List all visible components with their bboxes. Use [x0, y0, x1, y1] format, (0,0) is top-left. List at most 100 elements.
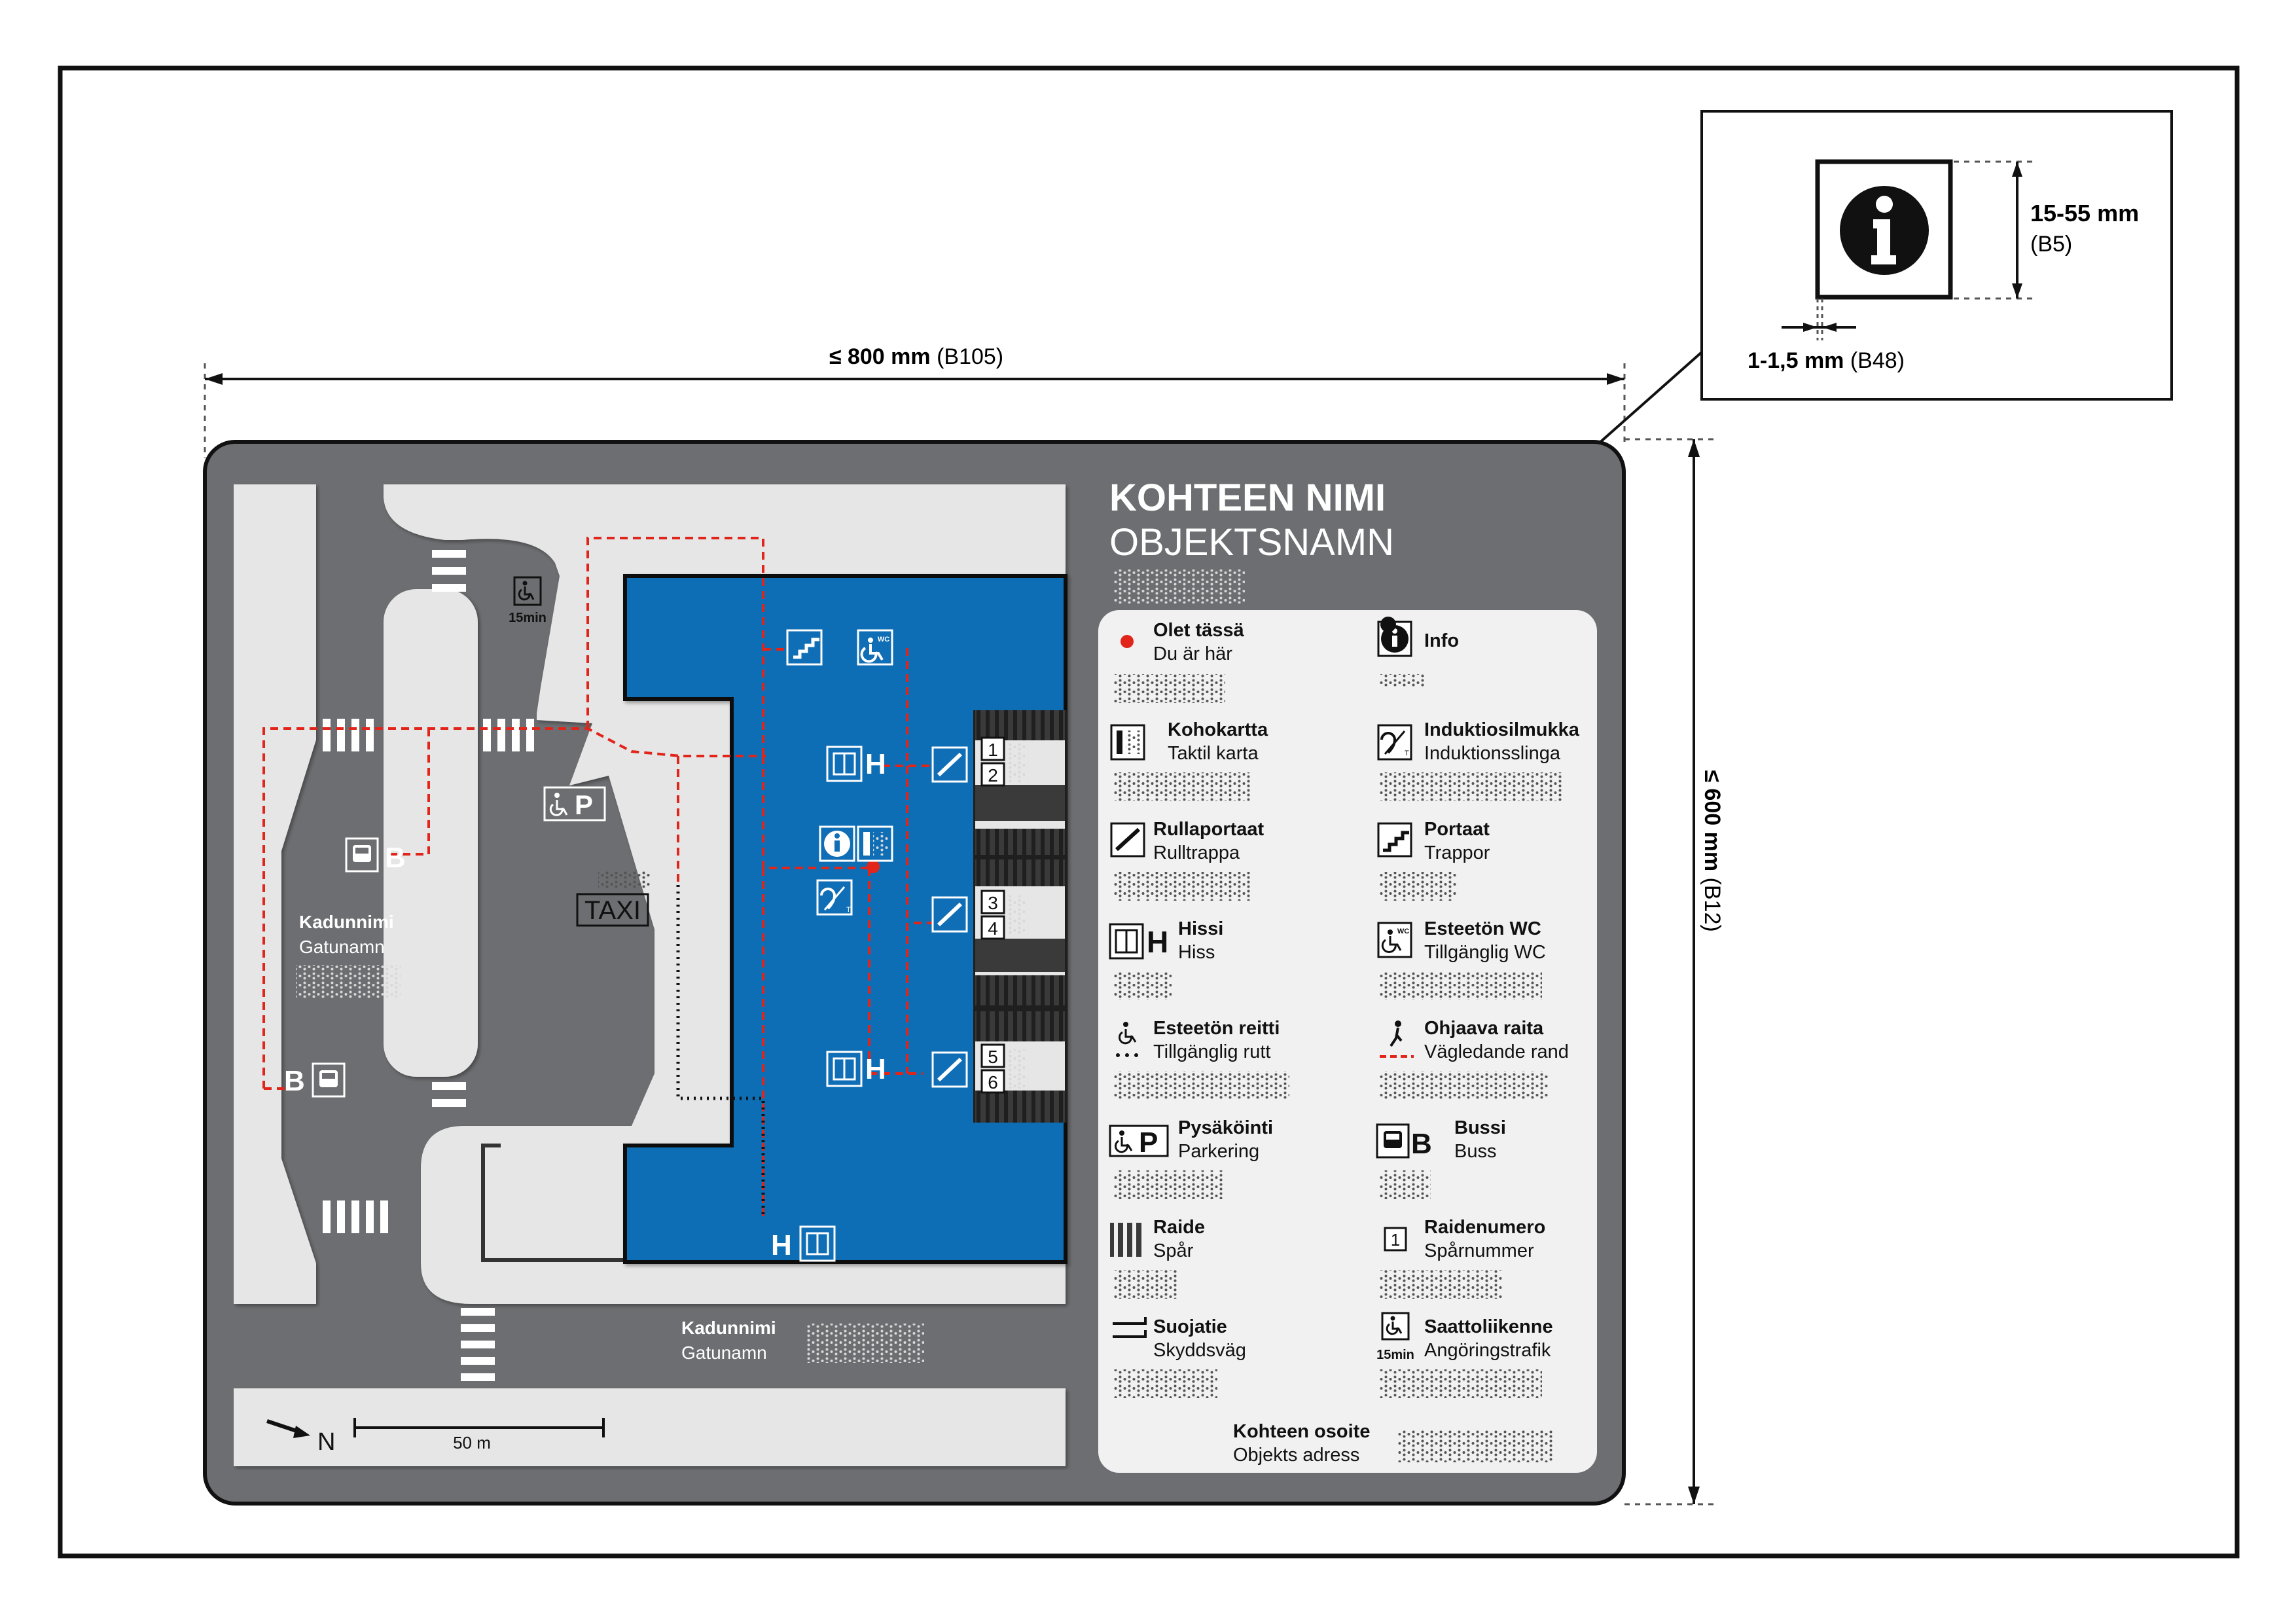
legend-sv-tactile-map: Taktil karta	[1168, 743, 1259, 764]
bottom-street-braille	[806, 1324, 924, 1363]
legend-items: Olet tässä Du är här Info Kohokartta Tak…	[1113, 620, 1580, 1466]
height-dimension-value: ≤ 600 mm	[1700, 770, 1725, 871]
bus-b-label: B	[385, 842, 406, 874]
stairs-icon	[786, 629, 823, 666]
legend-fi-track-number: Raidenumero	[1424, 1217, 1545, 1238]
bottom-street-name-fi: Kadunnimi	[681, 1318, 776, 1338]
svg-text:WC: WC	[878, 636, 889, 643]
elevator-icon	[826, 746, 863, 782]
track-number-1: 1	[980, 736, 1005, 761]
address-fi: Kohteen osoite	[1233, 1421, 1370, 1442]
line-width-code: (B48)	[1850, 348, 1905, 373]
bus-b-label: B	[284, 1065, 305, 1097]
elevator-h-label: H	[771, 1229, 792, 1261]
legend-sv-escalator: Rulltrappa	[1153, 842, 1240, 863]
legend-sv-accessible-route: Tillgänglig rutt	[1153, 1041, 1270, 1062]
svg-text:T: T	[846, 906, 851, 914]
elevator-icon	[799, 1225, 836, 1262]
legend-sv-parking: Parkering	[1178, 1141, 1259, 1162]
elevator-icon	[1109, 923, 1144, 960]
accessible-route-path	[676, 885, 765, 1219]
building-bracket	[481, 1144, 625, 1262]
scale-label: 50 m	[453, 1433, 491, 1453]
stairs-icon	[1377, 822, 1412, 857]
parking-p-label: P	[1139, 1127, 1158, 1159]
accessible-route-icon	[1116, 1022, 1138, 1057]
drop-off-icon: 15min	[1376, 1312, 1414, 1362]
line-width-value: 1-1,5 mm	[1748, 348, 1844, 373]
symbol-size-code: (B5)	[2030, 232, 2072, 257]
callout-anchor-dot	[1380, 617, 1396, 632]
symbol-size-value: 15-55 mm	[2030, 200, 2139, 226]
legend-fi-crosswalk: Suojatie	[1153, 1316, 1227, 1337]
north-label: N	[317, 1428, 335, 1456]
legend-fi-elevator: Hissi	[1178, 918, 1223, 939]
bottom-street-name-sv: Gatunamn	[681, 1343, 767, 1363]
legend-fi-accessible-wc: Esteetön WC	[1424, 918, 1541, 939]
address-sv: Objekts adress	[1233, 1445, 1359, 1466]
elevator-h-label: H	[1147, 925, 1168, 959]
hearing-loop-icon: T	[816, 879, 853, 916]
track-number-2: 2	[980, 762, 1005, 787]
crosswalks	[323, 550, 534, 1381]
legend-fi-accessible-route: Esteetön reitti	[1153, 1018, 1280, 1039]
elevator-icon	[826, 1051, 863, 1087]
svg-text:3: 3	[988, 893, 998, 913]
tactile-map-icon	[857, 825, 893, 862]
legend-sv-elevator: Hiss	[1178, 942, 1215, 963]
crosswalk	[461, 1308, 495, 1316]
legend-fi-guiding-line: Ohjaava raita	[1424, 1018, 1544, 1039]
track-number-4: 4	[980, 915, 1005, 940]
svg-text:1-1,5 mm (B48): 1-1,5 mm (B48)	[1748, 348, 1905, 373]
drop-off-icon	[513, 576, 542, 606]
title-fi: KOHTEEN NIMI	[1109, 477, 1386, 519]
accessible-wc-icon: WC	[857, 629, 893, 666]
map-area: 1 2 3 4 5 6	[234, 484, 1067, 1466]
legend-fi-escalator: Rullaportaat	[1153, 819, 1265, 840]
hearing-loop-icon: T	[1377, 724, 1412, 761]
legend-sv-bus: Buss	[1454, 1141, 1496, 1162]
svg-text:5: 5	[988, 1047, 998, 1067]
info-icon	[819, 825, 855, 862]
track-numbers: 1 2 3 4 5 6	[980, 736, 1028, 1094]
info-icon	[1840, 186, 1929, 275]
svg-text:6: 6	[988, 1072, 998, 1092]
legend-fi-drop-off: Saattoliikenne	[1424, 1316, 1553, 1337]
legend-fi-info: Info	[1424, 630, 1459, 651]
bus-icon	[1376, 1123, 1410, 1159]
legend-sv-accessible-wc: Tillgänglig WC	[1424, 942, 1546, 963]
svg-text:1: 1	[1391, 1230, 1400, 1250]
parking-icon	[543, 786, 606, 821]
legend-sv-you-are-here: Du är här	[1153, 643, 1232, 664]
drop-off-time: 15min	[509, 611, 547, 625]
central-island	[384, 589, 478, 1077]
svg-text:1: 1	[988, 740, 998, 760]
parking-p-label: P	[575, 789, 593, 820]
title-sv: OBJEKTSNAMN	[1109, 521, 1394, 564]
width-dimension-code: (B105)	[937, 344, 1003, 369]
crosswalk	[432, 1082, 466, 1090]
bus-icon	[312, 1062, 346, 1098]
street-braille	[296, 965, 401, 999]
legend-fi-tactile-map: Kohokartta	[1168, 719, 1268, 740]
scale-bar: 50 m	[353, 1418, 605, 1453]
escalator-icon	[931, 746, 968, 783]
accessible-wc-icon: WC	[1377, 922, 1412, 958]
elevator-h-label: H	[865, 1053, 886, 1085]
width-dimension: ≤ 800 mm (B105)	[204, 344, 1626, 458]
svg-text:2: 2	[988, 765, 998, 785]
svg-text:≤ 600 mm (B12): ≤ 600 mm (B12)	[1700, 770, 1725, 931]
legend-fi-bus: Bussi	[1454, 1117, 1506, 1138]
track-number-6: 6	[980, 1069, 1005, 1094]
svg-text:T: T	[1405, 749, 1409, 757]
svg-text:WC: WC	[1397, 928, 1409, 935]
escalator-icon	[931, 1051, 968, 1088]
you-are-here-dot	[1121, 635, 1134, 648]
svg-text:≤ 800 mm (B105): ≤ 800 mm (B105)	[829, 344, 1003, 369]
escalator-icon	[931, 896, 968, 933]
street-name-fi: Kadunnimi	[299, 912, 394, 932]
legend-sv-crosswalk: Skyddsväg	[1153, 1340, 1246, 1361]
taxi-label: TAXI	[584, 896, 641, 925]
width-dimension-value: ≤ 800 mm	[829, 344, 931, 369]
